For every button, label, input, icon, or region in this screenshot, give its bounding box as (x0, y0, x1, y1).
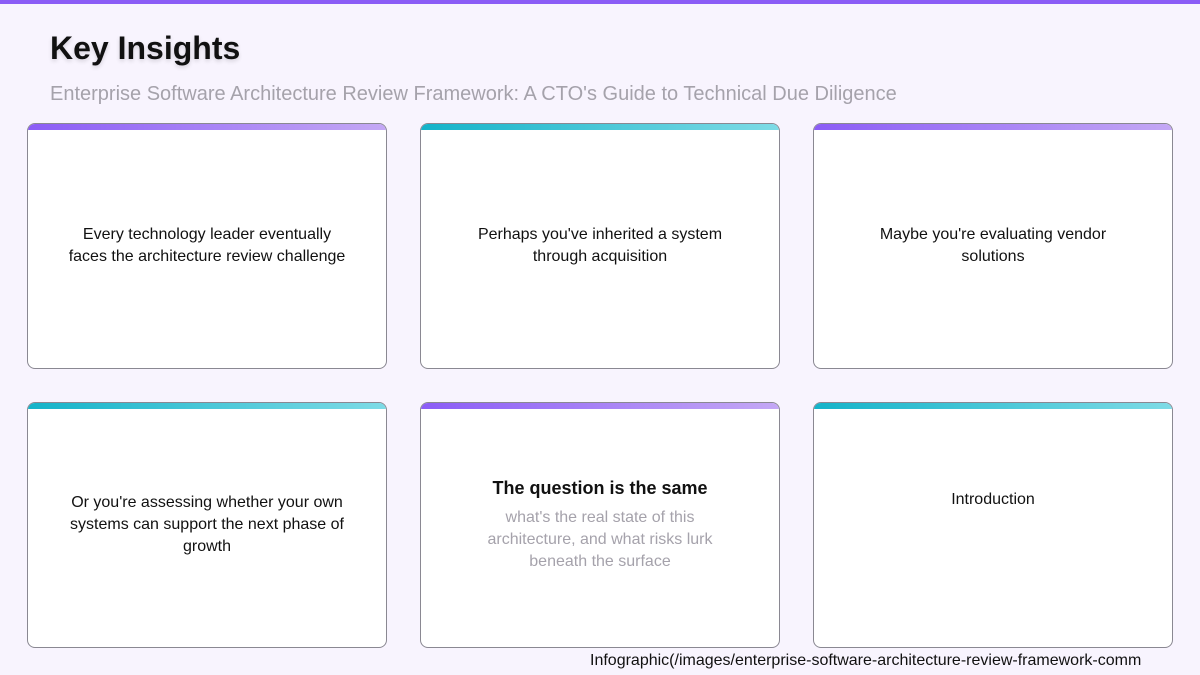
insight-card: The question is the same what's the real… (420, 402, 780, 648)
page-subtitle: Enterprise Software Architecture Review … (50, 83, 897, 105)
card-text: Or you're assessing whether your own sys… (70, 494, 344, 555)
card-text: what's the real state of this architectu… (487, 508, 713, 570)
insight-card: Introduction (813, 402, 1173, 648)
card-text: Introduction (951, 491, 1035, 508)
card-heading: The question is the same (492, 477, 708, 498)
card-text: Maybe you're evaluating vendor solutions (879, 226, 1107, 265)
top-accent-bar (0, 0, 1200, 4)
card-text: Perhaps you've inherited a system throug… (477, 226, 723, 265)
overflow-infographic-text: Infographic(/images/enterprise-software-… (590, 652, 1142, 669)
insight-card: Every technology leader eventually faces… (27, 123, 387, 369)
card-text: Every technology leader eventually faces… (68, 226, 346, 265)
insight-card: Or you're assessing whether your own sys… (27, 402, 387, 648)
page-title: Key Insights (50, 30, 241, 66)
insight-card: Maybe you're evaluating vendor solutions (813, 123, 1173, 369)
insight-card: Perhaps you've inherited a system throug… (420, 123, 780, 369)
